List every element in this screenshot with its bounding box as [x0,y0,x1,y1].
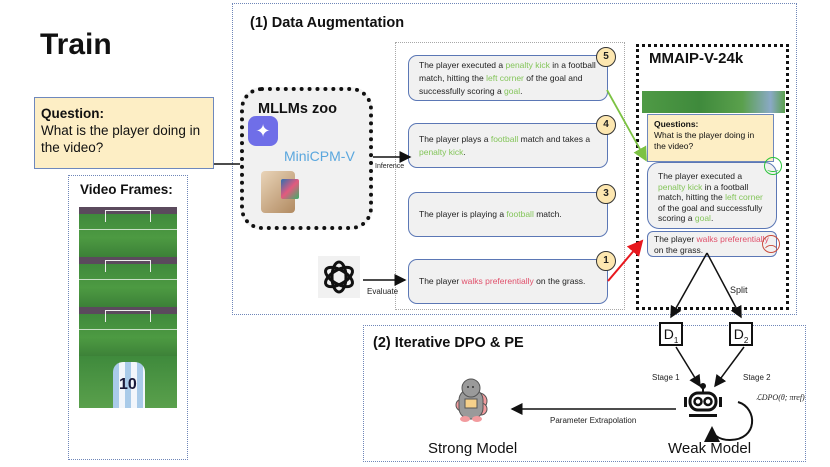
score-badge: 4 [596,115,616,135]
highlight-incorrect: walks preferentially [461,276,534,286]
d1-base: D [663,326,674,342]
highlight-correct: penalty kick [658,181,703,192]
video-frame [79,307,177,358]
stage2-arrow [714,346,745,388]
text-segment: The player is playing a [419,209,507,219]
video-frame [79,207,177,258]
response-text: The player is playing a football match. [419,208,562,221]
text-segment: match and takes a [518,133,591,144]
video-frames-label: Video Frames: [80,182,173,197]
text-segment: on the grass. [533,276,586,286]
d1-box: D1 [659,322,683,346]
text-segment: . [520,85,523,96]
response-text: The player plays a football match and ta… [419,133,597,159]
mllms-zoo-title: MLLMs zoo [258,101,337,117]
score-badge: 3 [596,184,616,204]
dataset-question-box: Questions: What is the player doing in t… [647,114,774,162]
response-card: The player is playing a football match. … [408,184,616,237]
rejected-response-text: The player walks preferentially on the g… [654,234,769,255]
mmaip-dataset-panel: MMAIP-V-24k Questions: What is the playe… [636,44,789,310]
response-text: The player executed a penalty kick in a … [419,59,597,98]
video-frame [79,257,177,308]
openai-logo-icon [318,256,360,298]
mllms-zoo-panel: MLLMs zoo ✦ MiniCPM-V [240,87,373,230]
response-text: The player walks preferentially on the g… [419,275,585,288]
sad-face-icon: ︵ [762,235,780,253]
parameter-extrapolation-label: Parameter Extrapolation [550,416,637,425]
response-card: The player plays a football match and ta… [408,115,616,168]
dataset-title: MMAIP-V-24k [649,50,744,67]
highlight-correct: penalty kick [505,59,550,70]
split-arrow-d1 [670,252,708,319]
highlight-correct: left corner [486,72,524,83]
dataset-question-text: What is the player doing in the video? [654,130,755,151]
text-segment: The player [419,276,462,286]
text-segment: . [463,146,466,157]
strong-model-label: Strong Model [428,440,518,457]
dpo-loss-label: ℒDPO(θ; πref) [756,393,805,402]
highlight-correct: left corner [725,192,763,202]
video-frame: 10 [79,356,177,408]
video-frames-strip [642,91,785,113]
d2-base: D [733,326,744,342]
response-card: The player walks preferentially on the g… [408,251,616,304]
weak-model-robot-icon [684,383,722,417]
split-arrow-d2 [706,252,742,319]
responses-panel: The player executed a penalty kick in a … [395,42,625,310]
iterative-dpo-section [363,325,806,462]
chosen-arrow [606,89,647,162]
highlight-correct: football [506,209,534,219]
highlight-correct: goal [504,85,521,96]
text-segment: on the grass. [654,244,704,255]
text-segment: The player plays a [419,133,491,144]
text-segment: match. [533,209,562,219]
evaluate-label: Evaluate [367,287,399,296]
highlight-correct: penalty kick [419,146,464,157]
weak-model-label: Weak Model [668,440,752,457]
text-segment: in a football match, hitting the [419,59,596,83]
d2-box: D2 [729,322,753,346]
data-augmentation-section [232,3,797,315]
video-frames-panel: Video Frames: 10 [68,175,188,460]
inference-label: Inference [375,163,405,170]
question-box: Question: What is the player doing in th… [34,97,214,169]
text-segment: The player executed a [658,171,743,181]
stage1-label: Stage 1 [652,373,680,382]
stage2-label: Stage 2 [743,373,771,382]
question-label: Question: [41,106,104,121]
text-segment: The player executed a [419,59,506,70]
score-badge: 1 [596,251,616,271]
chosen-response: The player executed a penalty kick in a … [647,157,782,229]
minicpm-v-label: MiniCPM-V [284,148,355,164]
response-card: The player executed a penalty kick in a … [408,47,616,101]
rejected-response: The player walks preferentially on the g… [647,231,780,257]
chosen-response-text: The player executed a penalty kick in a … [658,171,763,223]
d2-sub: 2 [743,335,749,345]
minicpm-logo-icon: ✦ [248,116,278,146]
text-segment: in a football match, hitting the [658,181,749,203]
rejected-arrow [607,239,644,282]
happy-face-icon: ‿ [764,157,782,175]
highlight-correct: goal [694,213,711,223]
question-text: What is the player doing in the video? [41,123,201,155]
highlight-incorrect: walks preferentially [696,234,769,244]
highlight-correct: football [490,133,519,144]
dataset-question-label: Questions: [654,119,699,129]
text-segment: . [710,213,714,223]
score-badge: 5 [596,47,616,67]
d1-sub: 1 [673,335,679,345]
stage1-arrow [675,346,701,388]
iterative-dpo-title: (2) Iterative DPO & PE [373,335,524,351]
dpo-loop-arrow [704,401,754,443]
text-segment: of the goal and successfully scoring a [419,72,583,96]
text-segment: of the goal and successfully scoring a [658,202,763,224]
text-segment: The player [654,234,697,244]
split-label: Split [730,285,748,295]
llama-monitor-icon [261,171,299,213]
train-title: Train [40,28,112,61]
data-augmentation-title: (1) Data Augmentation [250,15,405,31]
strong-model-robot-icon [455,378,488,422]
